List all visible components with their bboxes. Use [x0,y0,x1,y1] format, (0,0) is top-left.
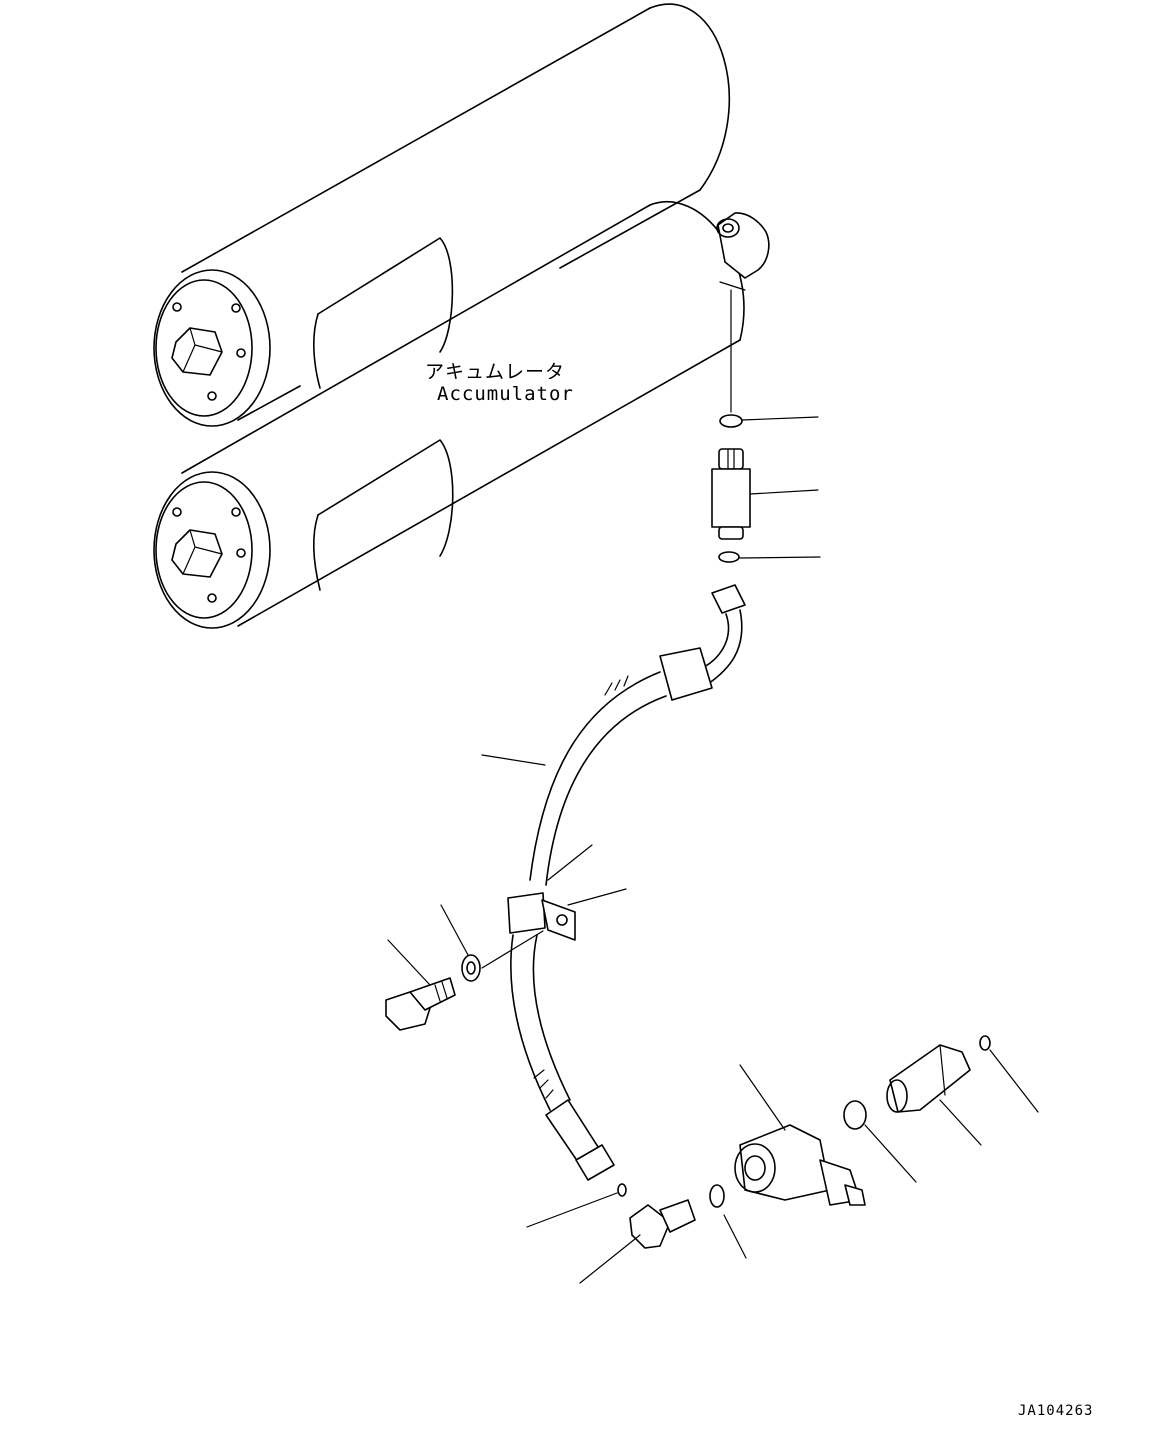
tee-fitting [734,1064,866,1206]
hose-assembly [481,584,746,1181]
accumulator-label-jp: アキュムレータ [425,361,566,383]
drawing-id-label: JA104263 [1018,1403,1094,1419]
o-ring-upper [719,414,819,428]
accumulator-lower [153,200,770,629]
o-ring-bottom [526,1183,627,1228]
connector [886,1044,982,1146]
accumulator-upper [153,3,731,427]
o-ring-right [979,1035,1039,1113]
bolt [385,939,456,1031]
check-valve [711,448,819,540]
o-ring-tee-right [843,1100,917,1183]
washer [440,904,544,982]
elbow [579,1199,696,1284]
accumulator-label-en: Accumulator [437,383,574,405]
o-ring-lower [718,551,821,563]
o-ring-tee-left [709,1184,747,1259]
